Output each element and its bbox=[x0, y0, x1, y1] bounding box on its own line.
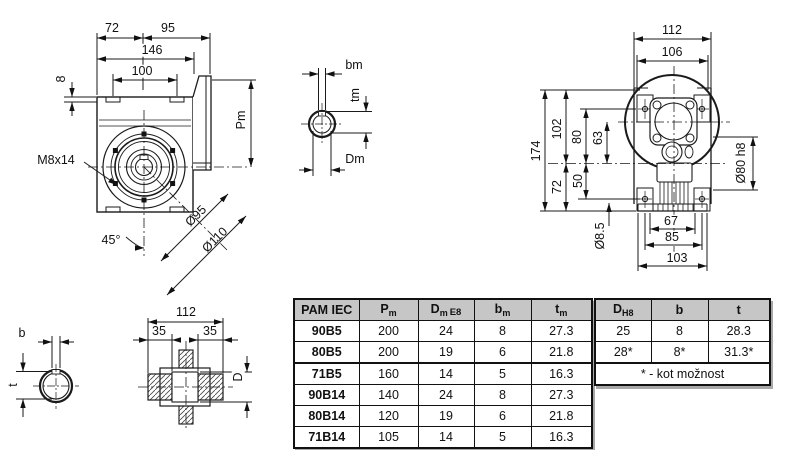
table-cell: 90B5 bbox=[293, 320, 360, 342]
table-cell: 105 bbox=[358, 426, 419, 449]
table-cell: 21.8 bbox=[530, 405, 593, 427]
table-cell: 16.3 bbox=[530, 362, 593, 385]
table-cell: 27.3 bbox=[530, 320, 593, 342]
table-header-row: DH8 b t bbox=[594, 298, 771, 321]
hollow-shaft-section bbox=[133, 318, 252, 431]
dim-label-d: D bbox=[230, 371, 245, 383]
dim-label-pm: Pm bbox=[233, 109, 248, 131]
table-cell: 8 bbox=[473, 384, 532, 406]
table-cell: 24 bbox=[417, 320, 475, 342]
table-cell: 80B5 bbox=[293, 341, 360, 364]
table-row: 71B5 160 14 5 16.3 bbox=[293, 362, 593, 385]
dim-label-112-shaft: 112 bbox=[175, 304, 197, 319]
table-cell: 160 bbox=[358, 362, 419, 385]
table-row: 80B14 120 19 6 21.8 bbox=[293, 405, 593, 427]
dim-label-112-side: 112 bbox=[661, 22, 683, 37]
table-cell: 25 bbox=[594, 320, 652, 342]
col-header-pm: Pm bbox=[358, 298, 419, 321]
dim-label-35-right: 35 bbox=[202, 323, 218, 338]
dim-label-m8x14: M8x14 bbox=[36, 152, 76, 167]
output-option-table: DH8 b t 25 8 28.3 28* 8* 31.3* * - kot m… bbox=[594, 298, 771, 386]
table-row: 28* 8* 31.3* bbox=[594, 341, 771, 364]
table-footnote: * - kot možnost bbox=[594, 362, 771, 386]
table-row: 90B14 140 24 8 27.3 bbox=[293, 384, 593, 406]
table-cell: 16.3 bbox=[530, 426, 593, 449]
table-cell: 5 bbox=[473, 362, 532, 385]
dim-label-106: 106 bbox=[660, 44, 684, 59]
dim-label-b: b bbox=[17, 325, 27, 340]
table-row: 90B5 200 24 8 27.3 bbox=[293, 320, 593, 342]
col-header-tm: tm bbox=[530, 298, 593, 321]
table-cell: 8 bbox=[650, 320, 709, 342]
dim-label-103: 103 bbox=[665, 250, 689, 265]
col-header-pam-iec: PAM IEC bbox=[293, 298, 360, 321]
table-cell: 120 bbox=[358, 405, 419, 427]
table-cell: 6 bbox=[473, 405, 532, 427]
dim-label-72: 72 bbox=[104, 20, 120, 35]
table-cell: 28.3 bbox=[707, 320, 771, 342]
dim-label-72-side: 72 bbox=[549, 179, 564, 195]
dim-label-bm: bm bbox=[344, 57, 364, 72]
dim-label-102: 102 bbox=[549, 117, 564, 141]
dim-label-95: 95 bbox=[160, 20, 176, 35]
col-header-d: DH8 bbox=[594, 298, 652, 321]
dim-label-146: 146 bbox=[140, 42, 164, 57]
table-cell: 28* bbox=[594, 341, 652, 364]
table-cell: 71B5 bbox=[293, 362, 360, 385]
table-cell: 19 bbox=[417, 341, 475, 364]
front-view bbox=[64, 33, 256, 296]
table-cell: 71B14 bbox=[293, 426, 360, 449]
dim-label-50: 50 bbox=[570, 173, 585, 189]
table-cell: 90B14 bbox=[293, 384, 360, 406]
table-cell: 14 bbox=[417, 426, 475, 449]
table-row: 80B5 200 19 6 21.8 bbox=[293, 341, 593, 364]
table-note-row: * - kot možnost bbox=[594, 362, 771, 386]
dim-label-100: 100 bbox=[130, 63, 154, 78]
table-row: 25 8 28.3 bbox=[594, 320, 771, 342]
table-cell: 140 bbox=[358, 384, 419, 406]
dim-label-tm: tm bbox=[347, 87, 362, 103]
table-cell: 21.8 bbox=[530, 341, 593, 364]
dim-label-85: 85 bbox=[664, 229, 680, 244]
dim-label-174: 174 bbox=[528, 139, 543, 163]
side-view bbox=[540, 32, 758, 271]
table-cell: 24 bbox=[417, 384, 475, 406]
motor-bore-detail bbox=[299, 68, 372, 176]
table-row: 71B14 105 14 5 16.3 bbox=[293, 426, 593, 449]
dim-label-35-left: 35 bbox=[151, 323, 167, 338]
col-header-t: t bbox=[707, 298, 771, 321]
col-header-b: b bbox=[650, 298, 709, 321]
table-cell: 5 bbox=[473, 426, 532, 449]
dim-label-dia80h8: Ø80 h8 bbox=[733, 141, 748, 185]
table-cell: 27.3 bbox=[530, 384, 593, 406]
dim-label-dm: Dm bbox=[344, 151, 366, 166]
output-bore-detail bbox=[16, 336, 79, 417]
dim-label-80: 80 bbox=[569, 129, 584, 145]
dim-label-dia8-5: Ø8.5 bbox=[592, 221, 607, 251]
dim-label-t: t bbox=[5, 382, 20, 388]
dim-label-63: 63 bbox=[590, 130, 605, 146]
table-cell: 200 bbox=[358, 341, 419, 364]
table-cell: 31.3* bbox=[707, 341, 771, 364]
table-cell: 200 bbox=[358, 320, 419, 342]
table-cell: 8* bbox=[650, 341, 709, 364]
table-cell: 80B14 bbox=[293, 405, 360, 427]
dim-label-45deg: 45° bbox=[100, 232, 122, 247]
table-cell: 8 bbox=[473, 320, 532, 342]
dim-label-8: 8 bbox=[53, 74, 68, 84]
col-header-bm: bm bbox=[473, 298, 532, 321]
dim-label-67: 67 bbox=[663, 213, 679, 228]
table-cell: 19 bbox=[417, 405, 475, 427]
table-cell: 6 bbox=[473, 341, 532, 364]
table-cell: 14 bbox=[417, 362, 475, 385]
